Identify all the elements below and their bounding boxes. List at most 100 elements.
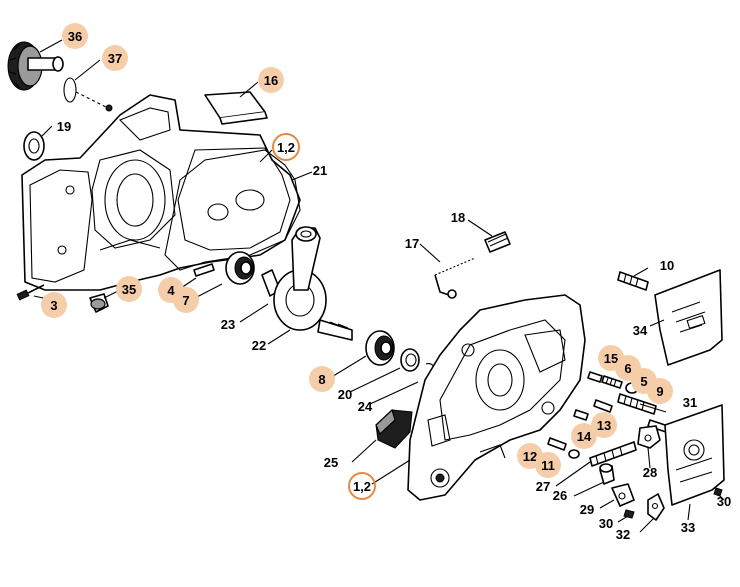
callout-8: 8 xyxy=(309,366,335,392)
callout-28: 28 xyxy=(643,465,657,480)
callout-1-2-bottom: 1,2 xyxy=(348,472,376,500)
svg-text:33: 33 xyxy=(681,520,695,535)
svg-text:11: 11 xyxy=(541,458,555,473)
crankcase-left-half xyxy=(21,94,301,291)
part-27-bolt xyxy=(589,441,637,467)
callout-11: 11 xyxy=(535,452,561,478)
part-36-clutch xyxy=(7,41,64,91)
part-4-bearing xyxy=(225,251,255,285)
svg-text:5: 5 xyxy=(640,374,647,389)
callout-13: 13 xyxy=(591,412,617,438)
callout-27: 27 xyxy=(536,479,550,494)
part-25-block xyxy=(375,408,413,449)
callout-9: 9 xyxy=(647,378,673,404)
callout-35: 35 xyxy=(116,276,142,302)
part-29-plate xyxy=(611,483,635,507)
part-20-seal xyxy=(400,348,420,372)
svg-text:3: 3 xyxy=(50,298,57,313)
svg-text:18: 18 xyxy=(451,210,465,225)
svg-text:22: 22 xyxy=(252,338,266,353)
part-15-screw xyxy=(587,371,603,383)
svg-text:37: 37 xyxy=(108,51,122,66)
part-3-screw xyxy=(16,284,45,301)
part-14-screw xyxy=(573,409,589,421)
callout-37: 37 xyxy=(102,45,128,71)
part-33-cover xyxy=(664,404,725,506)
svg-text:34: 34 xyxy=(633,323,648,338)
svg-text:15: 15 xyxy=(604,351,618,366)
svg-text:16: 16 xyxy=(264,73,278,88)
svg-text:9: 9 xyxy=(656,384,663,399)
svg-text:27: 27 xyxy=(536,479,550,494)
callout-19: 19 xyxy=(57,119,71,134)
callout-21: 21 xyxy=(313,163,327,178)
part-19-seal xyxy=(23,131,45,161)
callout-18: 18 xyxy=(451,210,465,225)
svg-text:20: 20 xyxy=(338,387,352,402)
callout-16: 16 xyxy=(258,67,284,93)
part-12-screw xyxy=(547,437,567,451)
callout-29: 29 xyxy=(580,502,594,517)
svg-text:32: 32 xyxy=(616,527,630,542)
callout-26: 26 xyxy=(553,488,567,503)
svg-text:25: 25 xyxy=(324,455,338,470)
part-18-adjuster xyxy=(484,231,511,253)
svg-text:35: 35 xyxy=(122,282,136,297)
part-30-screw-left xyxy=(623,509,635,519)
part-16-plate xyxy=(204,91,268,125)
part-26-fitting xyxy=(599,463,615,485)
svg-text:23: 23 xyxy=(221,317,235,332)
part-11-washer xyxy=(568,449,580,459)
svg-text:29: 29 xyxy=(580,502,594,517)
callout-32: 32 xyxy=(616,527,630,542)
part-21-gasket xyxy=(164,149,301,271)
leader-lines xyxy=(33,39,725,533)
callout-17: 17 xyxy=(405,236,419,251)
svg-text:28: 28 xyxy=(643,465,657,480)
callout-36: 36 xyxy=(62,23,88,49)
part-10-stud xyxy=(617,271,649,291)
svg-text:10: 10 xyxy=(660,258,674,273)
svg-text:12: 12 xyxy=(523,449,537,464)
svg-text:36: 36 xyxy=(68,29,82,44)
callout-3: 3 xyxy=(41,292,67,318)
svg-text:7: 7 xyxy=(182,293,189,308)
svg-text:31: 31 xyxy=(683,395,697,410)
callout-25: 25 xyxy=(324,455,338,470)
part-34-cover xyxy=(654,269,723,366)
callout-33: 33 xyxy=(681,520,695,535)
svg-text:1,2: 1,2 xyxy=(277,140,295,155)
svg-text:13: 13 xyxy=(597,418,611,433)
callout-31: 31 xyxy=(683,395,697,410)
part-35-plug xyxy=(89,293,109,313)
part-28-bracket xyxy=(637,425,661,449)
part-8-bearing xyxy=(365,330,395,366)
part-17-rod xyxy=(434,257,476,299)
callout-24: 24 xyxy=(358,399,373,414)
part-7-pin xyxy=(193,263,215,277)
callout-14: 14 xyxy=(571,423,597,449)
svg-text:14: 14 xyxy=(577,429,592,444)
callout-23: 23 xyxy=(221,317,235,332)
callout-20: 20 xyxy=(338,387,352,402)
svg-text:6: 6 xyxy=(624,361,631,376)
svg-text:17: 17 xyxy=(405,236,419,251)
part-32-clip xyxy=(647,493,665,521)
callout-10: 10 xyxy=(660,258,674,273)
svg-text:4: 4 xyxy=(167,283,175,298)
callout-34: 34 xyxy=(633,323,648,338)
svg-text:1,2: 1,2 xyxy=(353,479,371,494)
svg-text:26: 26 xyxy=(553,488,567,503)
svg-text:30: 30 xyxy=(717,494,731,509)
part-22-crankshaft xyxy=(261,269,353,341)
part-23-conrod xyxy=(291,226,321,291)
callout-22: 22 xyxy=(252,338,266,353)
part-13-screw xyxy=(593,399,613,413)
callout-1-2-top: 1,2 xyxy=(272,133,300,161)
callout-labels: 36 37 16 19 1,2 21 18 17 10 xyxy=(41,23,731,542)
callout-30-right: 30 xyxy=(717,494,731,509)
callout-7: 7 xyxy=(173,287,199,313)
part-9-bolt xyxy=(617,393,657,415)
svg-text:24: 24 xyxy=(358,399,373,414)
